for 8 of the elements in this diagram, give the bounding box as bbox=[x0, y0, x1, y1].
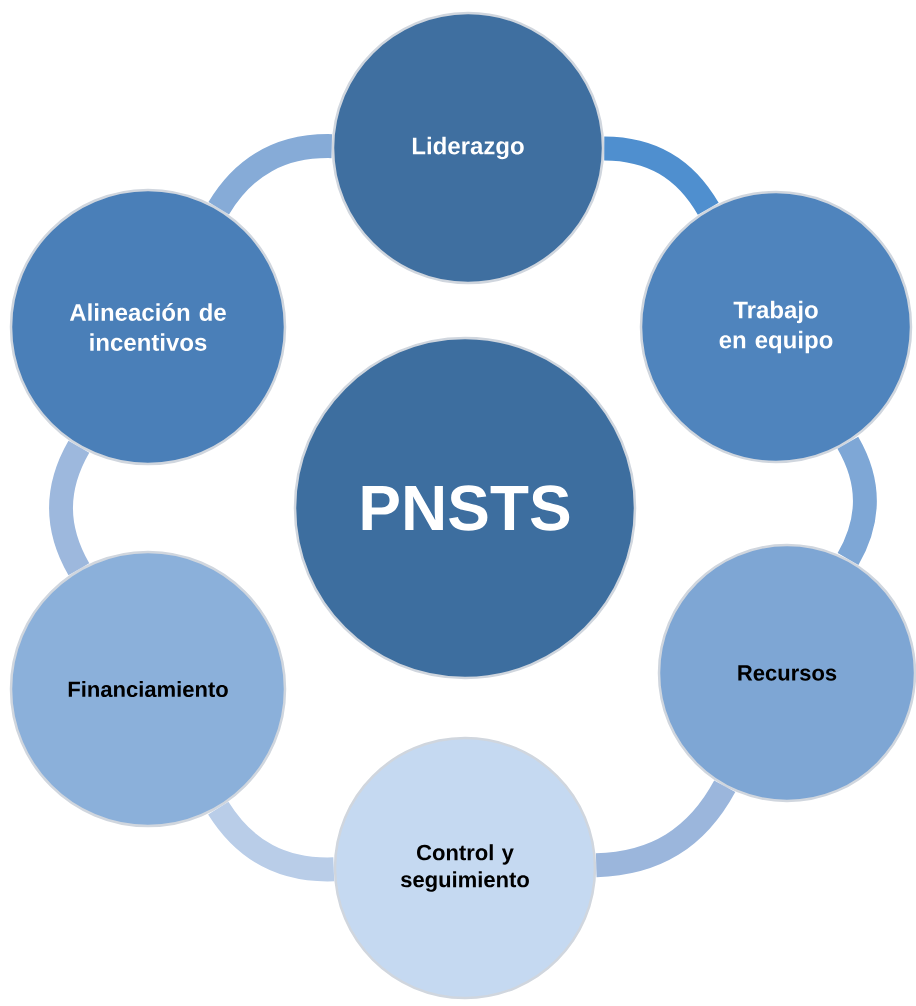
circle-node: Trabajo en equipo bbox=[639, 190, 913, 464]
circle-node: Recursos bbox=[657, 543, 916, 803]
circle-node: Liderazgo bbox=[331, 11, 605, 285]
ring-segment bbox=[595, 780, 736, 878]
circle-node: Control y seguimiento bbox=[333, 736, 597, 1000]
circle-node: PNSTS bbox=[293, 336, 637, 680]
circle-node: Alineación de incentivos bbox=[9, 188, 287, 466]
circle-node: Financiamiento bbox=[9, 550, 287, 828]
